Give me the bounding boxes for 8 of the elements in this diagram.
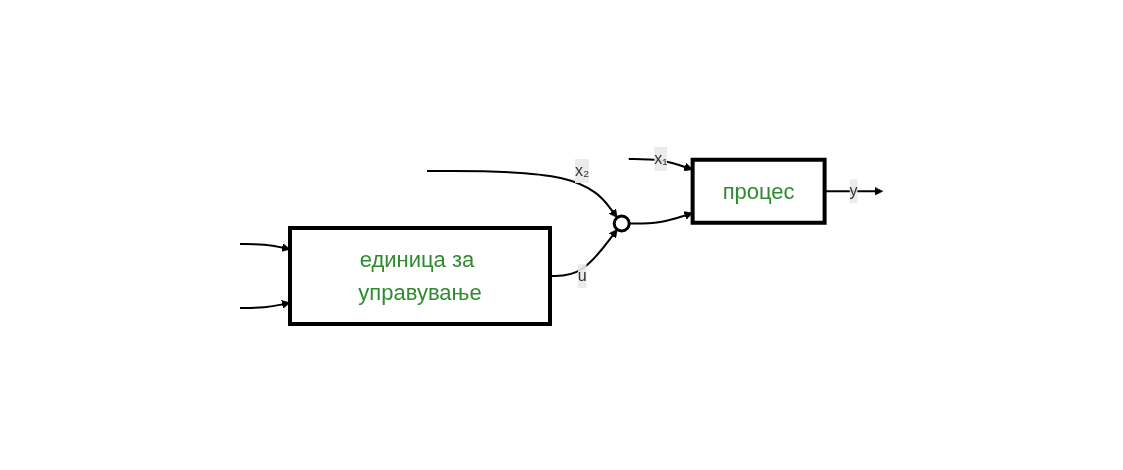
node-box: процес <box>690 157 827 225</box>
node-box: единица за управување <box>288 225 553 326</box>
edge-label: y <box>849 181 858 199</box>
edge-label: x₁ <box>654 149 668 167</box>
edge-label: x₂ <box>575 161 590 179</box>
node-circle <box>612 214 631 232</box>
edge-label: u <box>577 266 587 284</box>
arrow <box>426 169 618 218</box>
